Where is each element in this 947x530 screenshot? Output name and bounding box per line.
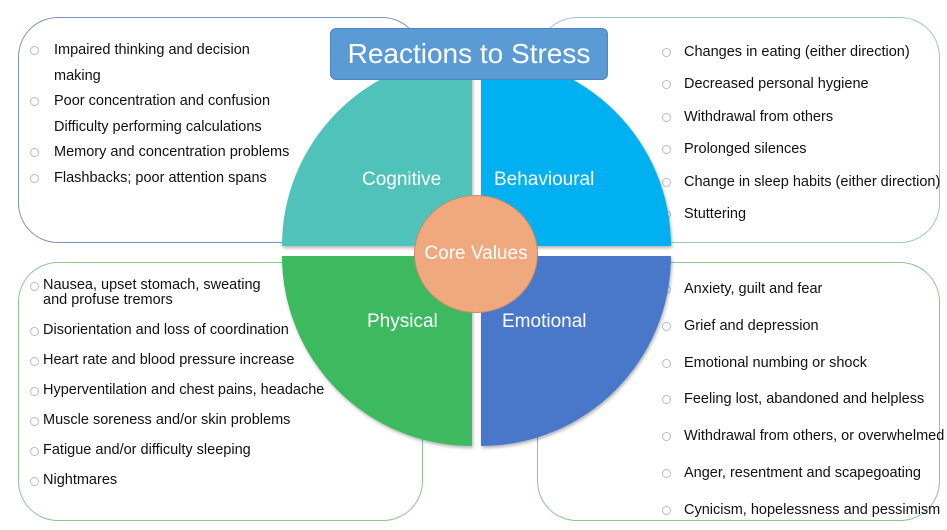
item-text: Disorientation and loss of coordination	[43, 322, 289, 338]
bullet-icon	[30, 417, 39, 426]
item-text: Poor concentration and confusion	[54, 93, 271, 110]
item-text: Muscle soreness and/or skin problems	[43, 412, 291, 428]
behavioural-list: Changes in eating (either direction) Decr…	[662, 36, 941, 230]
bullet-icon	[662, 468, 671, 478]
list-item: Decreased personal hygiene	[662, 68, 940, 100]
item-text: Anger, resentment and scapegoating	[684, 464, 921, 481]
bullet-icon	[662, 358, 671, 368]
list-item: Disorientation and loss of coordination	[30, 322, 324, 338]
bullet-icon	[662, 48, 671, 57]
bullet-icon	[30, 327, 39, 336]
bullet-icon	[30, 282, 39, 291]
list-item: Difficulty performing calculations	[54, 115, 294, 141]
bullet-icon	[662, 505, 671, 515]
list-item: Withdrawal from others	[662, 101, 940, 133]
diagram-title: Reactions to Stress	[330, 28, 608, 80]
item-text: Prolonged silences	[684, 141, 807, 158]
item-text: Changes in eating (either direction)	[684, 44, 910, 60]
list-item: Emotional numbing or shock	[662, 345, 944, 382]
physical-quadrant	[282, 256, 472, 446]
bullet-icon	[662, 395, 671, 405]
item-text: Fatigue and/or difficulty sleeping	[43, 442, 251, 458]
item-text: Nightmares	[43, 472, 118, 488]
item-text: Decreased personal hygiene	[684, 76, 869, 93]
list-item: Impaired thinking and decision making	[30, 38, 294, 89]
bullet-icon	[30, 387, 39, 396]
bullet-icon	[30, 173, 39, 183]
item-text: Stuttering	[684, 206, 747, 223]
list-item: Changes in eating (either direction)	[662, 36, 940, 68]
list-item: Cynicism, hopelessness and pessimism	[662, 492, 944, 529]
list-item: Prolonged silences	[662, 133, 940, 165]
core-values-circle: Core Values	[414, 195, 538, 313]
item-text: Hyperventilation and chest pains, headac…	[43, 382, 325, 398]
list-item: Heart rate and blood pressure increase	[30, 352, 324, 368]
item-text: Difficulty performing calculations	[54, 118, 262, 135]
item-text: Withdrawal from others	[684, 108, 834, 125]
list-item: Fatigue and/or difficulty sleeping	[30, 442, 324, 458]
list-item: Nausea, upset stomach, sweating and prof…	[30, 277, 324, 308]
item-text: Cynicism, hopelessness and pessimism	[684, 501, 941, 518]
cognitive-label: Cognitive	[362, 169, 442, 190]
bullet-icon	[662, 145, 671, 155]
item-text: Nausea, upset stomach, sweating and prof…	[43, 277, 261, 308]
list-item: Hyperventilation and chest pains, headac…	[30, 382, 325, 398]
cognitive-list: Impaired thinking and decision making Po…	[30, 38, 294, 192]
list-item: Anger, resentment and scapegoating	[662, 455, 944, 492]
bullet-icon	[30, 447, 39, 456]
cognitive-quadrant	[282, 56, 472, 246]
list-item: Grief and depression	[662, 308, 944, 345]
list-item: Withdrawal from others, or overwhelmed	[662, 418, 945, 455]
bullet-icon	[30, 357, 39, 366]
item-text: Feeling lost, abandoned and helpless	[684, 391, 925, 408]
bullet-icon	[662, 112, 671, 122]
bullet-icon	[662, 80, 671, 90]
bullet-icon	[662, 321, 671, 331]
list-item: Feeling lost, abandoned and helpless	[662, 381, 944, 418]
item-text: Change in sleep habits (either direction…	[684, 173, 941, 190]
behavioural-label: Behavioural	[494, 169, 595, 190]
bullet-icon	[30, 97, 39, 107]
physical-list: Nausea, upset stomach, sweating and prof…	[30, 277, 325, 503]
list-item: Memory and concentration problems	[30, 140, 294, 166]
behavioural-quadrant	[481, 56, 671, 246]
bullet-icon	[662, 432, 671, 442]
list-item: Muscle soreness and/or skin problems	[30, 412, 324, 428]
emotional-label: Emotional	[502, 311, 587, 332]
bullet-icon	[30, 46, 39, 55]
list-item: Flashbacks; poor attention spans	[30, 166, 294, 192]
bullet-icon	[662, 177, 671, 187]
physical-label: Physical	[367, 311, 438, 332]
bullet-icon	[30, 477, 39, 486]
item-text: Emotional numbing or shock	[684, 354, 867, 371]
item-text: Flashbacks; poor attention spans	[54, 169, 267, 186]
item-text: Memory and concentration problems	[54, 144, 290, 161]
bullet-icon	[30, 148, 39, 158]
item-text: Anxiety, guilt and fear	[684, 281, 823, 297]
emotional-quadrant	[481, 256, 671, 446]
item-text: Heart rate and blood pressure increase	[43, 352, 295, 368]
list-item: Poor concentration and confusion	[30, 89, 294, 115]
item-text: Withdrawal from others, or overwhelmed	[684, 428, 945, 445]
item-text: Grief and depression	[684, 317, 819, 334]
list-item: Change in sleep habits (either direction…	[662, 166, 941, 198]
item-text: Impaired thinking and decision making	[54, 42, 250, 84]
list-item: Nightmares	[30, 472, 324, 488]
